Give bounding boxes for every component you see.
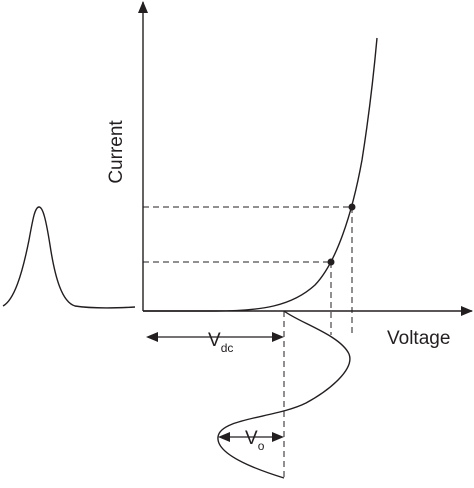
vo-label: Vo bbox=[245, 428, 265, 453]
vdc-label: Vdc bbox=[208, 330, 233, 355]
vdc-label-sub: dc bbox=[221, 341, 234, 355]
x-axis-label: Voltage bbox=[387, 328, 450, 349]
vo-label-main: V bbox=[245, 428, 258, 449]
vo-label-sub: o bbox=[258, 439, 265, 453]
iv-curve bbox=[143, 37, 378, 312]
input-voltage-wave bbox=[217, 310, 351, 479]
y-axis-label: Current bbox=[106, 120, 127, 184]
vo-arrow-right-head bbox=[272, 432, 284, 442]
vdc-label-main: V bbox=[208, 330, 221, 351]
vo-arrow-left-head bbox=[218, 432, 230, 442]
output-current-pulse bbox=[2, 206, 136, 309]
vdc-arrow-left-head bbox=[146, 332, 158, 342]
vdc-arrow-right-head bbox=[272, 332, 284, 342]
